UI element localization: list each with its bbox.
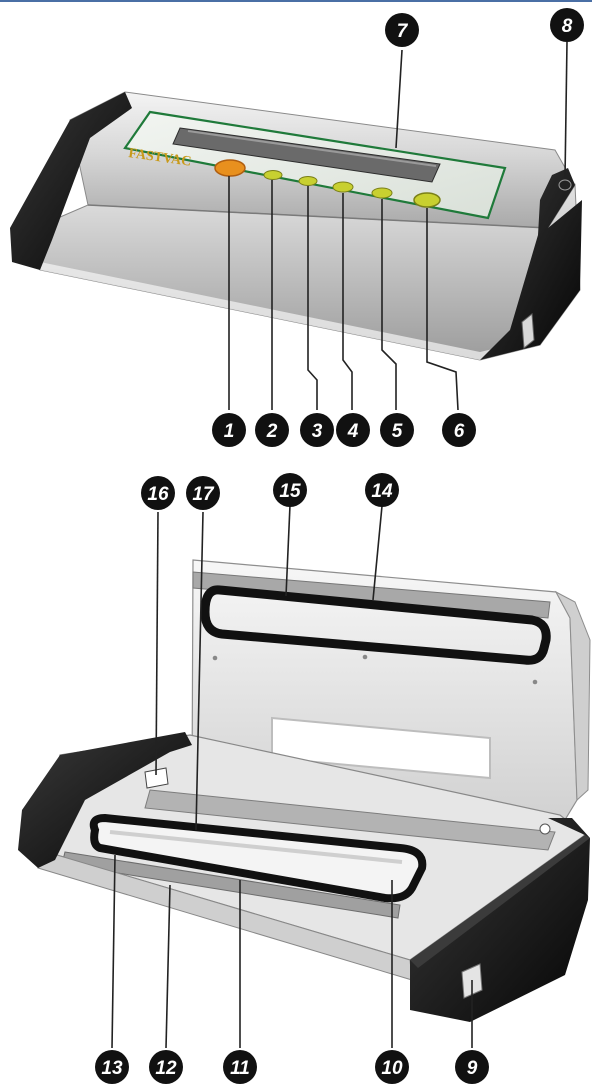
callout-label: 16 — [147, 484, 169, 505]
callout-17: 17 — [186, 476, 220, 510]
callout-label: 17 — [192, 484, 215, 505]
callout-label: 6 — [454, 421, 465, 442]
callout-label: 8 — [562, 16, 573, 37]
callout-3: 3 — [300, 413, 334, 447]
callout-1: 1 — [212, 413, 246, 447]
callout-12: 12 — [149, 1050, 183, 1084]
callout-label: 10 — [381, 1058, 403, 1079]
panel-button-2[interactable] — [264, 171, 282, 180]
callout-label: 12 — [155, 1058, 177, 1079]
callout-15: 15 — [273, 473, 307, 507]
callout-14: 14 — [365, 473, 399, 507]
callout-16: 16 — [141, 476, 175, 510]
callout-2: 2 — [255, 413, 289, 447]
callout-label: 7 — [397, 21, 409, 42]
panel-button-4[interactable] — [333, 182, 353, 192]
callout-label: 5 — [392, 421, 403, 442]
callout-11: 11 — [223, 1050, 257, 1084]
callout-6: 6 — [442, 413, 476, 447]
callout-5: 5 — [380, 413, 414, 447]
panel-button-5[interactable] — [372, 188, 392, 198]
callout-label: 9 — [467, 1058, 478, 1079]
callout-label: 4 — [347, 421, 359, 442]
callout-8: 8 — [550, 8, 584, 42]
open-sealer — [18, 560, 590, 1022]
closed-sealer: FASTVAC — [10, 92, 582, 360]
panel-button-6[interactable] — [414, 193, 440, 207]
panel-button-1[interactable] — [215, 160, 245, 176]
callout-10: 10 — [375, 1050, 409, 1084]
callout-label: 1 — [224, 421, 235, 442]
callout-label: 13 — [101, 1058, 123, 1079]
callout-label: 15 — [279, 481, 301, 502]
callout-9: 9 — [455, 1050, 489, 1084]
callout-label: 11 — [230, 1058, 250, 1079]
callout-label: 3 — [312, 421, 323, 442]
release-button[interactable] — [559, 180, 571, 190]
callout-label: 2 — [266, 421, 278, 442]
callout-13: 13 — [95, 1050, 129, 1084]
callout-4: 4 — [336, 413, 370, 447]
callout-label: 14 — [371, 481, 393, 502]
callout-7: 7 — [385, 13, 419, 47]
panel-button-3[interactable] — [299, 177, 317, 186]
